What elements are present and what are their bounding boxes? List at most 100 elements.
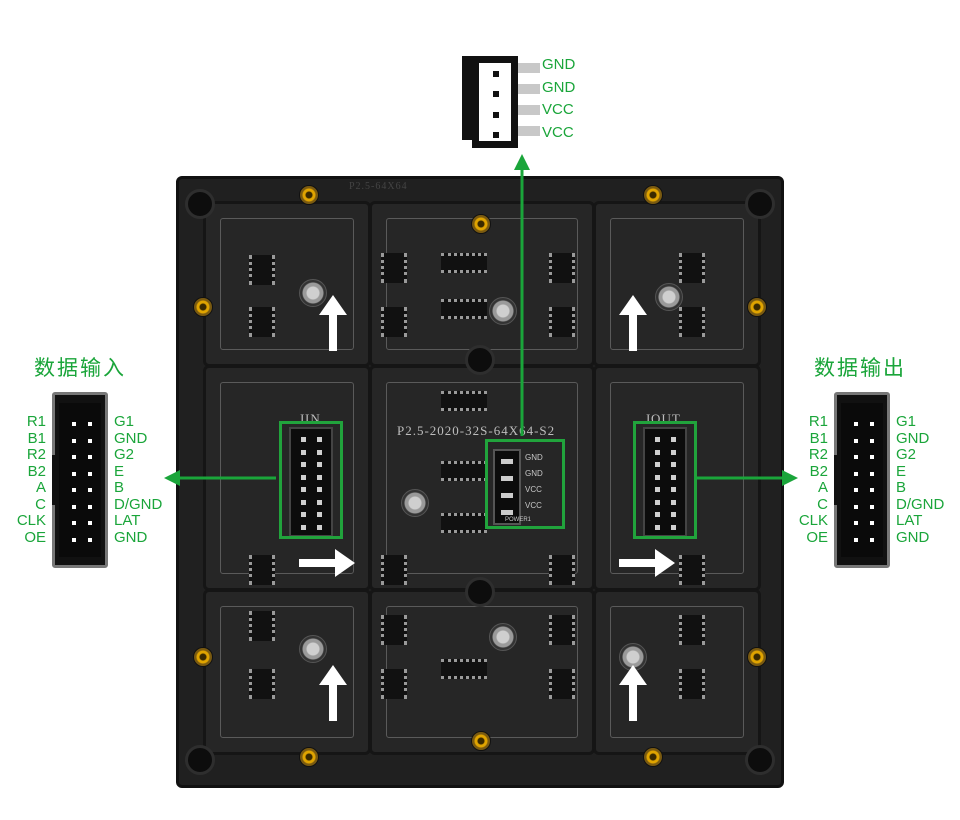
brass-screw-icon [299,747,319,767]
header-pin-dot [72,521,76,525]
header-pin-dot [72,455,76,459]
header-pin-dot [72,438,76,443]
header-pin-dot [870,537,874,542]
ic-chip-icon [441,391,487,411]
power-socket-pin-label: GND [525,469,543,478]
brass-screw-icon [471,214,491,234]
header-pin-dot [655,524,660,530]
input-header-connector [52,392,108,568]
input-connector-title: 数据输入 [34,357,126,380]
header-pin-dot [88,422,92,426]
arrow-up-icon [514,154,530,170]
pin-label: D/GND [896,495,945,513]
header-pin-dot [671,524,676,530]
header-pin-dot [870,471,874,476]
arrow-right-icon [299,549,355,577]
ic-chip-icon [441,253,487,273]
header-pin-dot [88,488,92,492]
header-pin-dot [655,462,660,467]
pin-label: CLK [16,512,46,529]
brass-screw-icon [747,647,767,667]
ic-chip-icon [381,669,407,699]
panel-cell [593,201,761,367]
brass-screw-icon [193,297,213,317]
arrow-up-icon [619,295,647,351]
arrow-right-icon [782,470,798,486]
ic-chip-icon [679,253,705,283]
arrow-up-icon [319,665,347,721]
header-pin-dot [88,438,92,443]
pin-label: R2 [808,446,828,463]
output-right-pin-labels: G1 GND G2 E B D/GND LAT GND [896,413,945,546]
mount-hole-icon [465,345,495,375]
power-connector-body [472,56,518,148]
panel-cell [203,201,371,367]
mount-hole-icon [745,189,775,219]
header-pin-dot [854,488,858,492]
header-pin-dot [88,537,92,542]
led-matrix-panel: P2.5-64X64 [176,176,784,788]
mount-hole-icon [745,745,775,775]
ic-chip-icon [381,253,407,283]
pin-label: C [35,495,46,513]
panel-model-label: P2.5-2020-32S-64X64-S2 [397,423,556,438]
header-pin-dot [317,524,322,530]
ic-chip-icon [249,255,275,285]
pin-label: CLK [798,512,828,529]
header-pin-dot [655,487,660,492]
power-highlight-box [485,439,565,529]
pin-label: LAT [896,512,923,529]
arrow-up-icon [319,295,347,351]
ic-chip-icon [441,659,487,679]
power-pin-label: GND [542,56,576,73]
header-pin-dot [870,488,874,492]
header-pin-dot [72,471,76,476]
ic-chip-icon [549,555,575,585]
pin-label: G2 [896,446,917,463]
pin-label: B1 [809,429,828,447]
pin-label: B2 [27,462,46,480]
header-pin-dot [317,462,322,467]
header-pin-dot [72,504,76,509]
header-pin-dot [301,487,306,492]
power-socket-pin-label: VCC [525,501,542,510]
header-pin-dot [870,504,874,509]
pin-label: GND [114,429,148,447]
jout-highlight-box [633,421,697,539]
pin-label: A [35,479,46,496]
capacitor-icon [401,489,429,517]
pin-label: A [817,479,828,496]
pin-label: B [896,479,907,496]
power-socket-pin-label: GND [525,453,543,462]
header-pin-dot [671,474,676,480]
pin-label: E [114,462,125,480]
ic-chip-icon [679,307,705,337]
brass-screw-icon [299,185,319,205]
header-pin-dot [88,504,92,509]
brass-screw-icon [471,731,491,751]
pin-label: G2 [114,446,135,463]
brass-screw-icon [643,747,663,767]
output-connector-title: 数据输出 [814,357,906,380]
header-pin-dot [301,449,306,455]
pin-label: GND [114,528,148,546]
capacitor-icon [489,297,517,325]
capacitor-icon [299,635,327,663]
header-pin-dot [88,471,92,476]
ic-chip-icon [381,555,407,585]
header-pin-dot [854,521,858,525]
brass-screw-icon [747,297,767,317]
header-pin-dot [870,521,874,525]
jout-connector [643,427,687,537]
header-pin-dot [655,512,660,517]
power-pin [518,105,540,115]
header-pin-dot [655,474,660,480]
header-pin-dot [854,537,858,542]
header-pin-dot [317,474,322,480]
ic-chip-icon [441,299,487,319]
ic-chip-icon [549,253,575,283]
ic-chip-icon [679,669,705,699]
header-pin-dot [671,437,676,442]
ic-chip-icon [249,669,275,699]
